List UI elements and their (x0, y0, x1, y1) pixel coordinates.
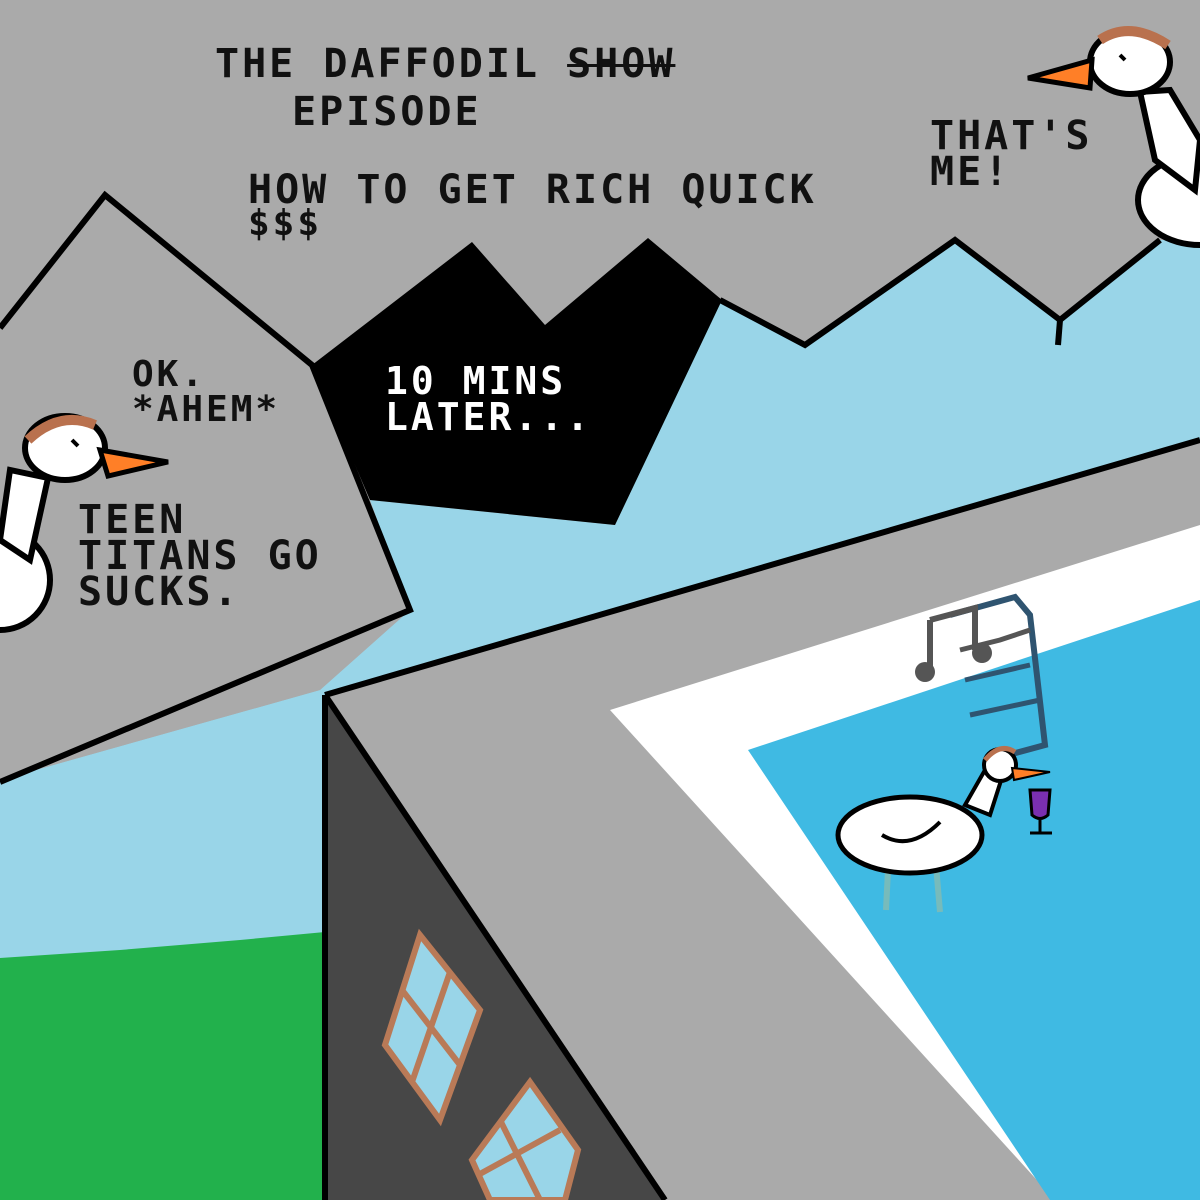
episode-subtitle: EPISODE (292, 89, 482, 135)
grass (0, 932, 325, 1200)
mountain-ridge (718, 236, 1162, 349)
title-text: THE DAFFODIL (215, 41, 540, 87)
left-goose-intro-2: *AHEM* (132, 389, 281, 430)
right-goose-speech-2: ME! (930, 149, 1012, 195)
left-goose-speech-3: SUCKS. (78, 569, 241, 615)
left-speech-mountain (0, 195, 410, 780)
episode-title: THE DAFFODIL SHOW (215, 44, 675, 84)
left-goose-intro-1: OK. (132, 354, 207, 395)
struck-title-word: SHOW (567, 41, 676, 87)
window-icon (381, 928, 484, 1127)
goose-icon (1027, 26, 1200, 248)
wine-glass-icon (1028, 788, 1052, 835)
music-note-icon (915, 604, 992, 682)
goose-icon (0, 413, 169, 633)
time-skip-box (312, 238, 722, 525)
window-icon (468, 1076, 582, 1200)
time-skip-line-1: 10 MINS (385, 359, 567, 403)
left-goose-speech-1: TEEN (78, 497, 187, 543)
right-goose-speech-1: THAT'S (930, 113, 1093, 159)
pool-water (748, 600, 1200, 1200)
time-skip-line-2: LATER... (385, 395, 593, 439)
topic-line-1: HOW TO GET RICH QUICK (248, 167, 817, 213)
pool-ladder-icon (949, 593, 1049, 763)
goose-icon (835, 745, 1051, 913)
topic-line-2: $$$ (248, 203, 323, 244)
left-goose-speech-2: TITANS GO (78, 533, 322, 579)
